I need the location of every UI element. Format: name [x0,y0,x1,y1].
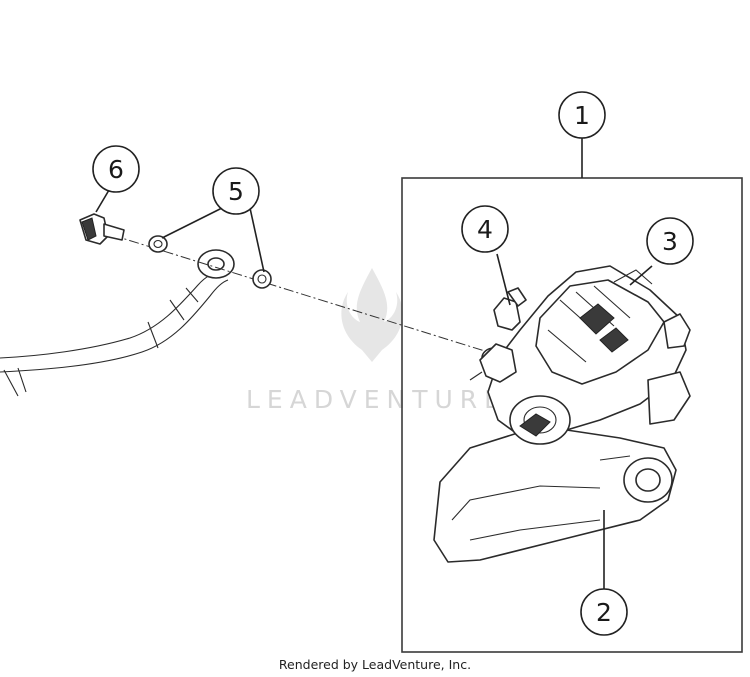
assembly-axis-line [111,234,489,353]
svg-text:6: 6 [108,155,124,184]
callout-5: 5 [212,167,260,215]
callout-3: 3 [646,217,694,265]
callout-6: 6 [92,145,140,193]
callout-1: 1 [558,91,606,139]
callout-2: 2 [580,588,628,636]
banjo-bolt [79,213,125,245]
render-credit: Rendered by LeadVenture, Inc. [278,657,472,672]
sealing-washers [148,235,272,289]
svg-text:2: 2 [596,598,612,627]
svg-text:4: 4 [477,215,493,244]
svg-text:3: 3 [662,227,678,256]
assembly-frame [401,177,743,653]
watermark-text: LEADVENTURE [246,385,507,414]
brake-hose [0,249,235,397]
svg-text:1: 1 [574,101,590,130]
callout-4: 4 [461,205,509,253]
svg-text:5: 5 [228,177,244,206]
brake-caliper [433,265,691,563]
leadventure-watermark: LEADVENTURE [246,268,507,414]
